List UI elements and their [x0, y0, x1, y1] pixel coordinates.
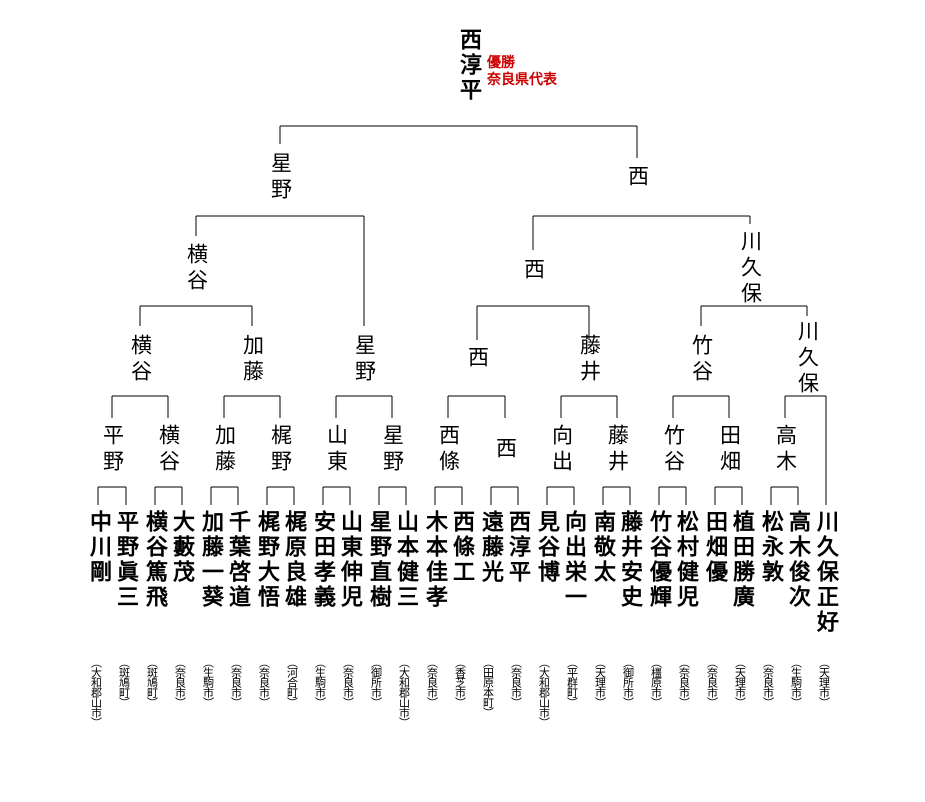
player-prefecture: （橿原市） — [649, 657, 663, 707]
player-name: 大藪茂 — [169, 510, 195, 585]
player-name: 藤井安史 — [617, 510, 643, 610]
champion-name: 西淳平 — [456, 28, 482, 103]
player-prefecture: （天理市） — [733, 657, 747, 707]
player-name: 星野直樹 — [366, 510, 392, 610]
player-prefecture: （斑鳩町） — [117, 657, 131, 707]
player-name: 向出栄一 — [561, 510, 587, 610]
round2-winner: 星野 — [352, 334, 377, 386]
round1-winner: 星野 — [380, 424, 405, 476]
player-prefecture: （御所市） — [621, 657, 635, 707]
player-prefecture: （斑鳩町） — [145, 657, 159, 707]
player-name: 南敬太 — [590, 510, 616, 585]
round2-winner: 横谷 — [128, 334, 153, 386]
round2-winner: 西 — [465, 346, 490, 372]
quarterfinal-winner: 横谷 — [184, 243, 209, 295]
player-prefecture: （奈良市） — [173, 657, 187, 707]
player-name: 見谷博 — [534, 510, 560, 585]
player-name: 千葉啓道 — [225, 510, 251, 610]
player-name: 高木俊次 — [785, 510, 811, 610]
player-name: 西條工 — [449, 510, 475, 585]
quarterfinal-winner: 川久保 — [738, 230, 763, 308]
player-name: 梶野大悟 — [254, 510, 280, 610]
player-prefecture: （奈良市） — [509, 657, 523, 707]
semifinal-winner: 西 — [625, 165, 650, 191]
champion-label-title: 優勝 — [487, 55, 515, 71]
player-prefecture: （大和郡山市） — [537, 657, 551, 727]
round2-winner: 加藤 — [240, 334, 265, 386]
round2-winner: 川久保 — [795, 320, 820, 398]
player-name: 植田勝廣 — [729, 510, 755, 610]
player-prefecture: （生駒市） — [789, 657, 803, 707]
player-name: 川久保正好 — [813, 510, 839, 635]
player-prefecture: （平群町） — [565, 657, 579, 707]
round1-winner: 田畑 — [717, 424, 742, 476]
round1-winner: 梶野 — [268, 424, 293, 476]
player-prefecture: （御所市） — [369, 657, 383, 707]
round1-winner: 竹谷 — [661, 424, 686, 476]
player-name: 横谷篤飛 — [142, 510, 168, 610]
player-prefecture: （田原本町） — [481, 657, 495, 717]
champion-label-sub: 奈良県代表 — [487, 72, 557, 88]
round1-winner: 向出 — [549, 424, 574, 476]
round2-winner: 藤井 — [577, 334, 602, 386]
player-name: 田畑優 — [702, 510, 728, 585]
player-prefecture: （河合町） — [285, 657, 299, 707]
player-name: 山本健三 — [393, 510, 419, 610]
player-prefecture: （奈良市） — [705, 657, 719, 707]
player-prefecture: （生駒市） — [201, 657, 215, 707]
semifinal-winner: 星野 — [268, 152, 293, 204]
round1-winner: 加藤 — [212, 424, 237, 476]
round1-winner: 藤井 — [605, 424, 630, 476]
player-name: 加藤一葵 — [198, 510, 224, 610]
round1-winner: 西 — [493, 437, 518, 463]
player-name: 木本佳孝 — [422, 510, 448, 610]
player-name: 松永敦 — [758, 510, 784, 585]
round1-winner: 平野 — [100, 424, 125, 476]
round1-winner: 西條 — [436, 424, 461, 476]
player-prefecture: （大和郡山市） — [89, 657, 103, 727]
player-name: 竹谷優輝 — [646, 510, 672, 610]
round1-winner: 山東 — [324, 424, 349, 476]
player-prefecture: （奈良市） — [257, 657, 271, 707]
player-prefecture: （香芝市） — [453, 657, 467, 707]
player-name: 松村健児 — [673, 510, 699, 610]
player-name: 中川剛 — [86, 510, 112, 585]
round2-winner: 竹谷 — [689, 334, 714, 386]
round1-winner: 横谷 — [156, 424, 181, 476]
player-prefecture: （生駒市） — [313, 657, 327, 707]
player-name: 山東伸児 — [337, 510, 363, 610]
round1-winner: 高木 — [773, 424, 798, 476]
player-prefecture: （奈良市） — [425, 657, 439, 707]
player-name: 西淳平 — [505, 510, 531, 585]
player-prefecture: （奈良市） — [761, 657, 775, 707]
player-name: 梶原良雄 — [281, 510, 307, 610]
player-prefecture: （奈良市） — [341, 657, 355, 707]
player-prefecture: （天理市） — [817, 657, 831, 707]
player-prefecture: （奈良市） — [677, 657, 691, 707]
champion-label: 優勝 奈良県代表 — [487, 55, 557, 89]
quarterfinal-winner: 西 — [521, 258, 546, 284]
player-prefecture: （奈良市） — [229, 657, 243, 707]
player-name: 平野眞三 — [113, 510, 139, 610]
player-name: 安田孝義 — [310, 510, 336, 610]
player-prefecture: （大和郡山市） — [397, 657, 411, 727]
player-prefecture: （天理市） — [593, 657, 607, 707]
player-name: 遠藤光 — [478, 510, 504, 585]
